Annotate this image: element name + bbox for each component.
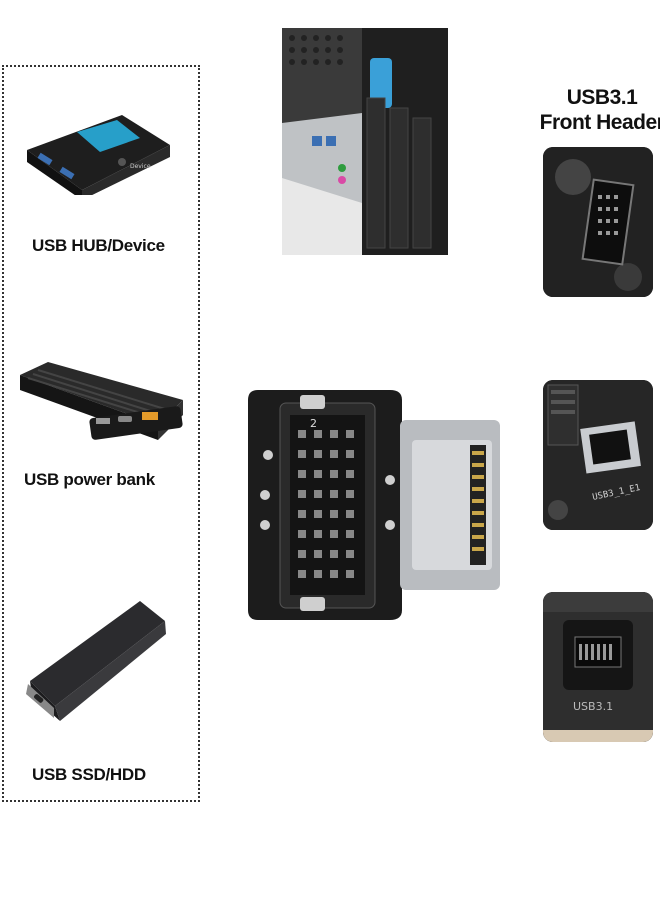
svg-text:Device: Device — [130, 163, 151, 170]
usb-adapter-image: 2 — [248, 390, 500, 620]
device-panel — [2, 65, 200, 802]
header-title-line1: USB3.1 — [566, 86, 638, 109]
pin-number: 2 — [310, 417, 317, 430]
front-panel-port-photo: USB3.1 — [543, 592, 653, 742]
motherboard-adapter-photo: USB3_1_E1 — [543, 380, 653, 530]
front-header-photo — [543, 147, 653, 297]
power-bank-image — [20, 362, 183, 440]
header-title: USB3.1 Front Header — [537, 85, 660, 135]
computer-case-photo — [282, 28, 448, 255]
ssd-label: USB SSD/HDD — [32, 765, 146, 784]
bottom-photo-text: USB3.1 — [573, 700, 613, 713]
usb-hub-image: Device — [27, 115, 170, 195]
ssd-enclosure-image — [26, 601, 166, 721]
power-bank-label: USB power bank — [24, 470, 155, 489]
header-title-line2: Front Header — [539, 111, 660, 134]
usb-hub-label: USB HUB/Device — [32, 236, 165, 255]
